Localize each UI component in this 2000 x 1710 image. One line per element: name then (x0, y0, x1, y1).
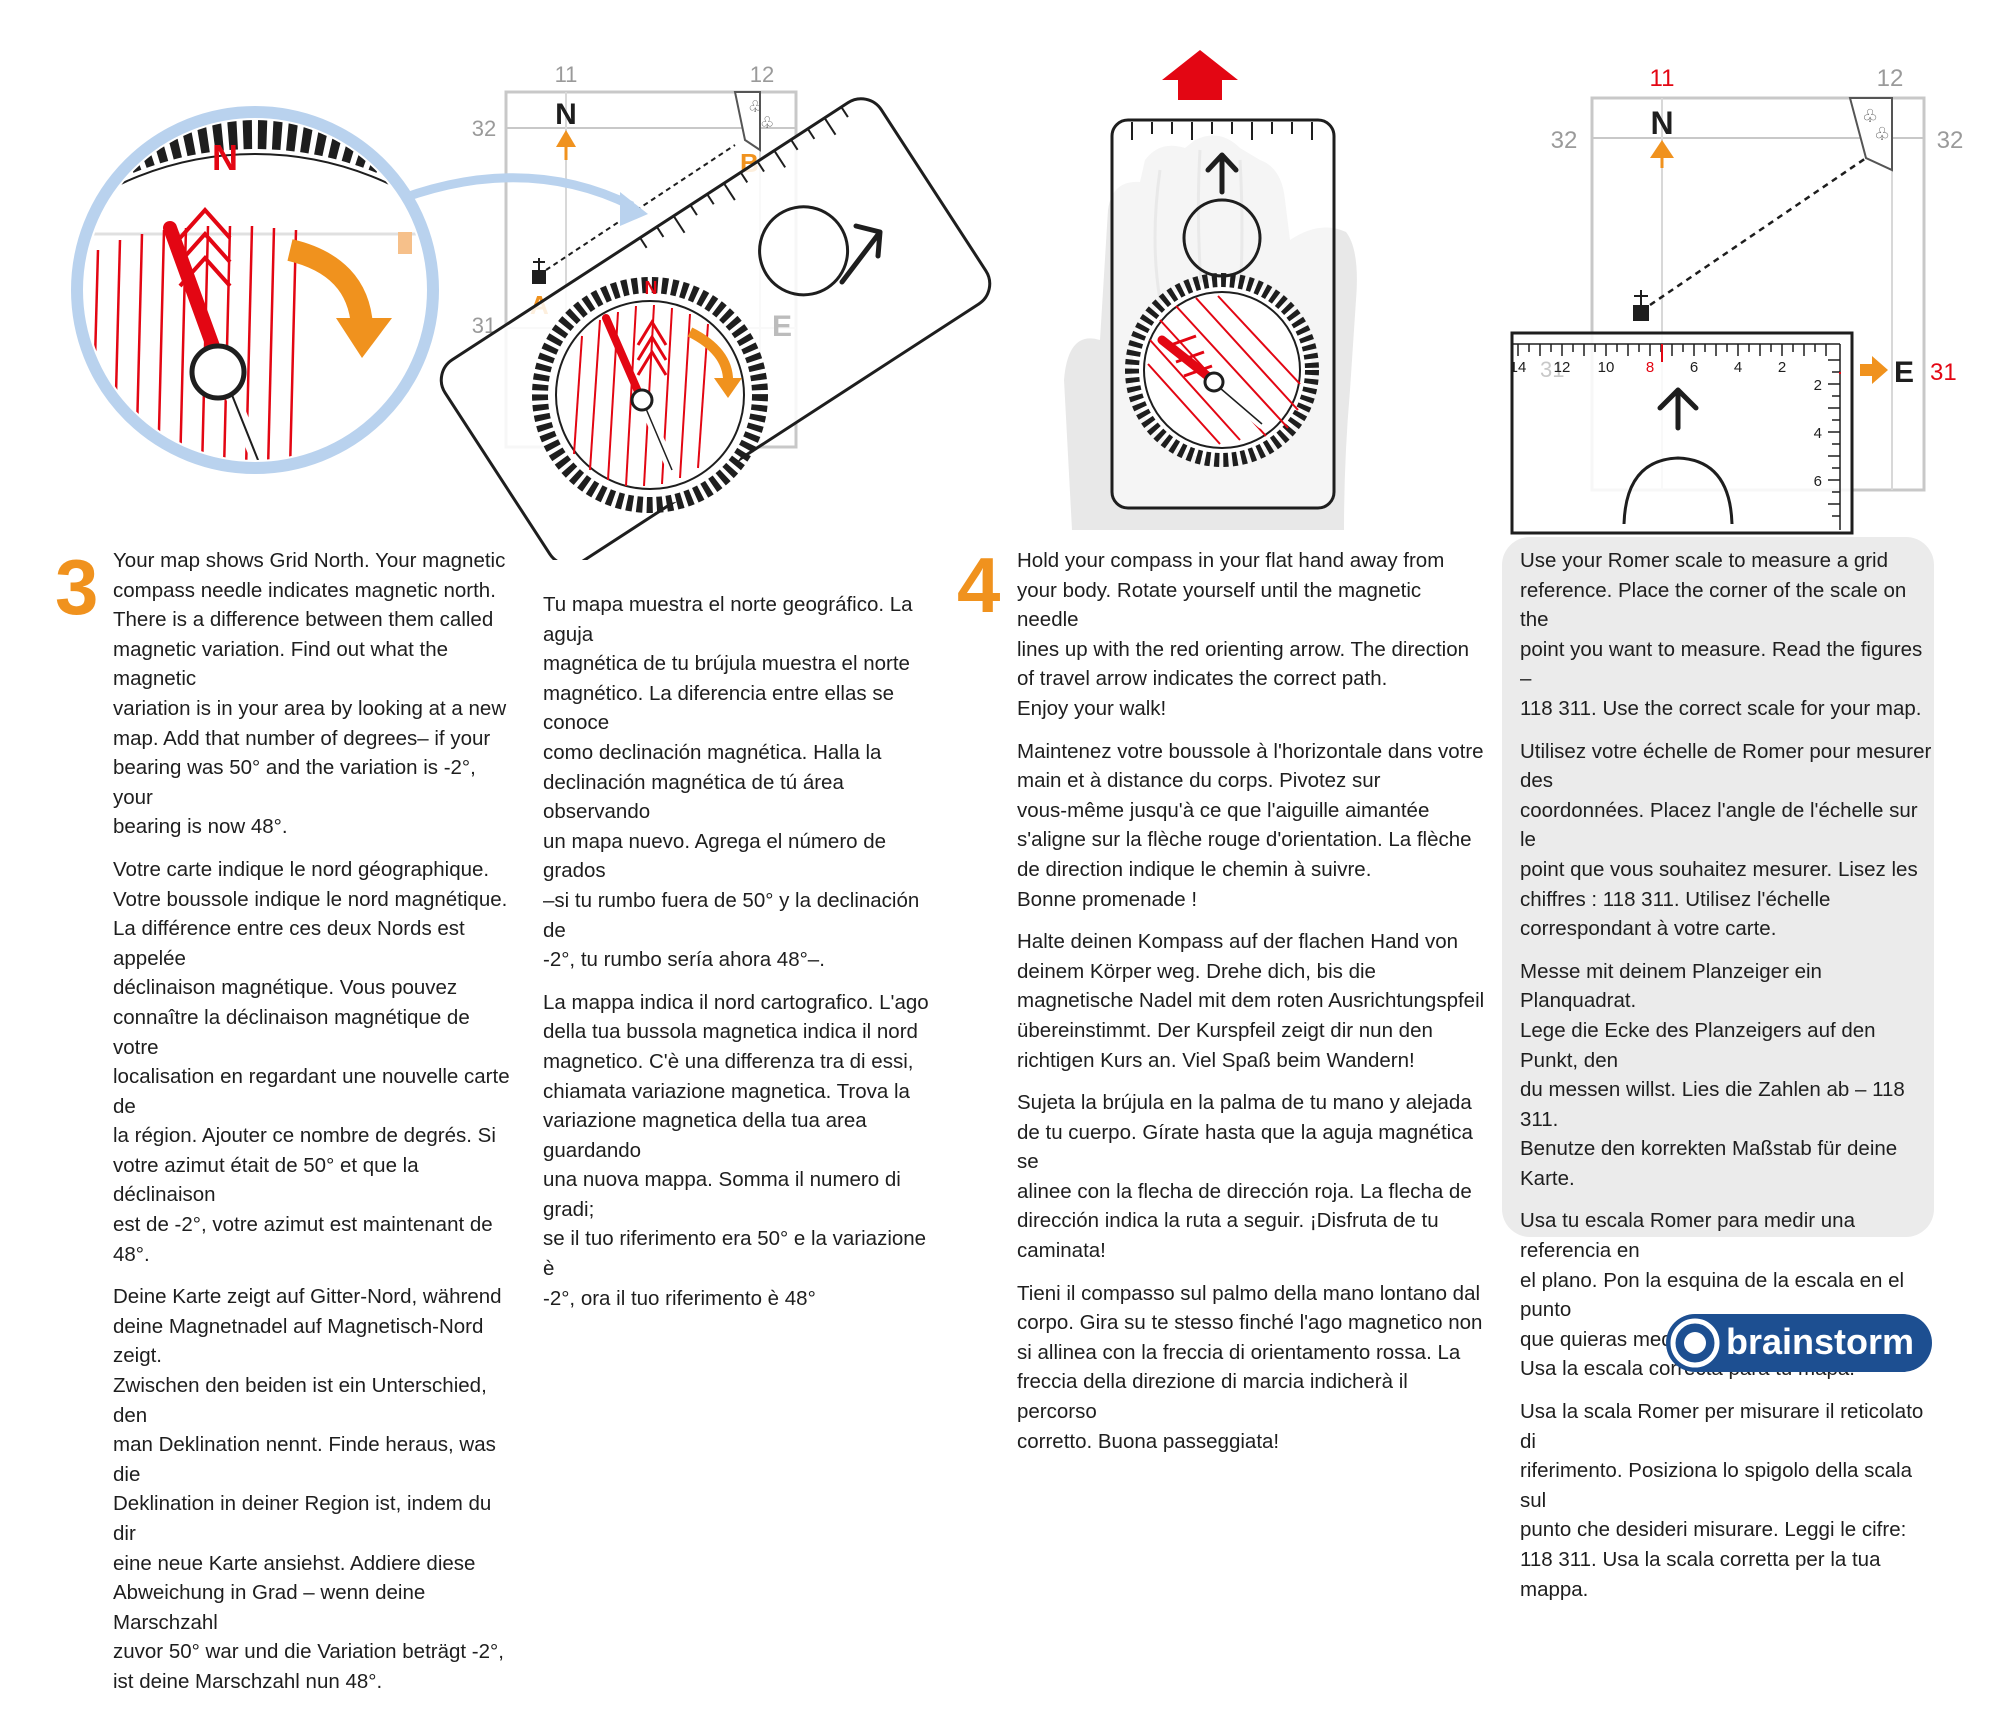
romer-text-en: Use your Romer scale to measure a grid r… (1520, 549, 1923, 720)
step3-column-left: Your map shows Grid North. Your magnetic… (113, 546, 513, 1710)
romer-text-it: Usa la scala Romer per misurare il retic… (1520, 1400, 1924, 1601)
grid-label-11-a: 11 (555, 62, 578, 87)
grid-label-11-b: 11 (1650, 65, 1675, 92)
romer-column: Use your Romer scale to measure a grid r… (1520, 546, 1932, 1617)
grid-label-12-a: 12 (750, 62, 774, 87)
svg-text:♧: ♧ (1862, 106, 1878, 126)
step3-text-fr: Votre carte indique le nord géographique… (113, 857, 510, 1266)
compass-on-map-illustration: 11 12 32 31 N ♧ ♧ B A (71, 62, 992, 560)
step-number-3: 3 (55, 543, 99, 631)
logo-text: brainstorm (1726, 1321, 1915, 1362)
svg-text:♧: ♧ (1874, 124, 1890, 144)
grid-label-32-right-b: 32 (1937, 127, 1964, 154)
romer-info-box (1502, 537, 1934, 1237)
romer-text-de: Messe mit deinem Planzeiger ein Planquad… (1520, 959, 1905, 1190)
logo-badge-icon (1666, 1314, 1932, 1372)
step4-text-en: Hold your compass in your flat hand away… (1017, 549, 1470, 720)
step4-text-es: Sujeta la brújula en la palma de tu mano… (1017, 1091, 1473, 1263)
grid-label-12-b: 12 (1877, 65, 1904, 92)
step4-text-de: Halte deinen Kompass auf der flachen Han… (1017, 930, 1485, 1072)
step3-text-it: La mappa indica il nord cartografico. L'… (543, 990, 929, 1310)
svg-text:♧: ♧ (760, 115, 774, 132)
magnifier-circle-illustration: N (71, 106, 439, 474)
east-value-31: 31 (1930, 359, 1957, 386)
north-label-a: N (555, 98, 577, 131)
romer-h-4: 4 (1734, 359, 1742, 376)
romer-text-fr: Utilisez votre échelle de Romer pour mes… (1520, 739, 1932, 941)
romer-h-6: 6 (1690, 359, 1698, 376)
romer-h-14: 14 (1510, 359, 1527, 376)
step3-text-es: Tu mapa muestra el norte geográfico. La … (543, 593, 920, 972)
scale-bg-31: 31 (1540, 357, 1564, 382)
step3-text-en: Your map shows Grid North. Your magnetic… (113, 549, 507, 839)
east-label-b: E (1894, 356, 1914, 389)
romer-v-4: 4 (1814, 425, 1822, 442)
step3-text-de: Deine Karte zeigt auf Gitter-Nord, währe… (113, 1285, 504, 1693)
magnifier-north-label: N (212, 137, 238, 178)
romer-h-12: 12 (1554, 359, 1571, 376)
step4-text-it: Tieni il compasso sul palmo della mano l… (1017, 1281, 1483, 1453)
north-label-b: N (1650, 105, 1673, 141)
step4-text-fr: Maintenez votre boussole à l'horizontale… (1017, 739, 1484, 911)
romer-vertical-numbers: 2 4 6 (1814, 377, 1822, 490)
romer-scale-illustration: 11 12 32 32 N ♧ ♧ (1510, 65, 1964, 535)
illustrations: 11 12 32 31 N ♧ ♧ B A (71, 50, 1964, 560)
step4-column: Hold your compass in your flat hand away… (1017, 546, 1487, 1469)
romer-v-2: 2 (1814, 377, 1822, 394)
step-number-4: 4 (957, 541, 1001, 629)
romer-v-6: 6 (1814, 473, 1822, 490)
romer-h-8: 8 (1646, 359, 1654, 376)
bezel-north-label: N (645, 278, 658, 298)
romer-h-10: 10 (1598, 359, 1615, 376)
svg-text:♧: ♧ (748, 99, 762, 116)
east-label-a: E (772, 310, 792, 343)
hand-holding-compass-illustration (1064, 50, 1357, 530)
step3-column-right: Tu mapa muestra el norte geográfico. La … (543, 590, 943, 1326)
romer-horizontal-numbers: 14 12 10 8 6 4 2 (1510, 359, 1787, 376)
grid-label-32-left-b: 32 (1551, 127, 1578, 154)
romer-h-2: 2 (1778, 359, 1786, 376)
brainstorm-logo: brainstorm (1664, 1312, 1934, 1374)
grid-label-32-a: 32 (472, 116, 496, 141)
